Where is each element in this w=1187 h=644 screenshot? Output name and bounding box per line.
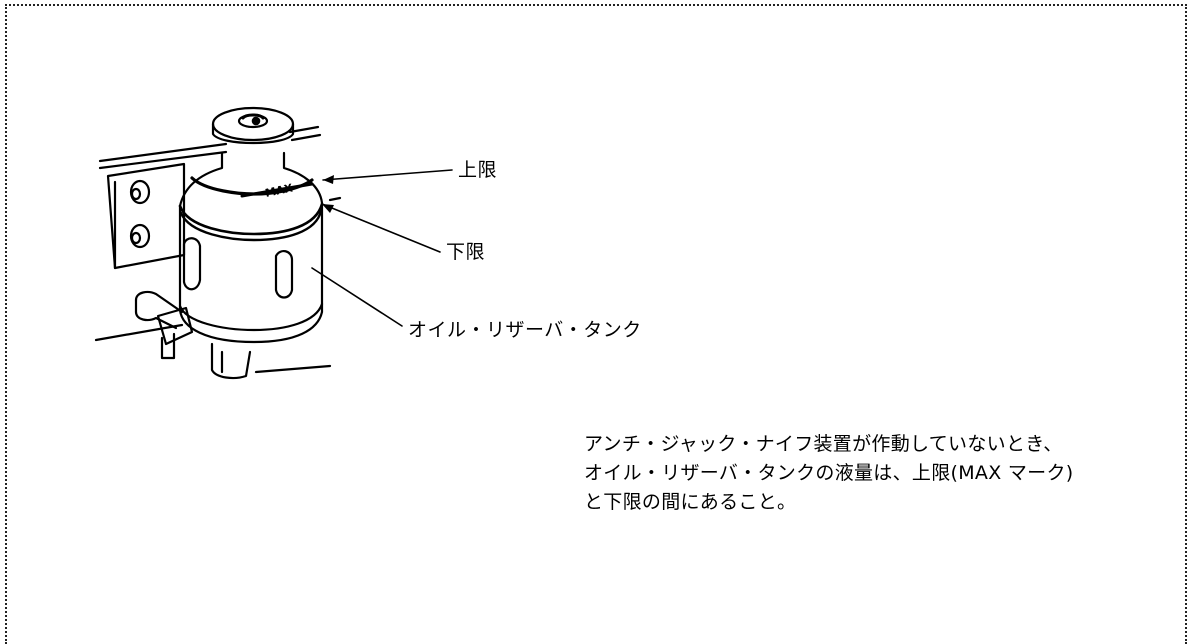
outlet-hose — [134, 290, 252, 380]
note-line: アンチ・ジャック・ナイフ装置が作動していないとき、 — [584, 433, 1063, 455]
note-line: と下限の間にあること。 — [584, 491, 797, 513]
upper-limit-label: 上限 — [458, 159, 498, 181]
sight-windows — [182, 237, 294, 299]
oil-reservoir-tank-illustration: MAX — [94, 106, 453, 380]
lower-limit-label: 下限 — [446, 241, 486, 263]
reservoir-cap — [211, 106, 295, 145]
oil-reservoir-tank-label: オイル・リザーバ・タンク — [408, 319, 642, 341]
note-line: オイル・リザーバ・タンクの液量は、上限(MAX マーク) — [584, 462, 1074, 484]
leader-lower — [321, 203, 441, 253]
chassis-lines — [94, 125, 342, 374]
max-mark: MAX — [264, 181, 295, 200]
leader-lines — [311, 169, 453, 327]
instruction-note: アンチ・ジャック・ナイフ装置が作動していないとき、 オイル・リザーバ・タンクの液… — [584, 430, 1174, 517]
leader-upper — [322, 169, 453, 181]
mounting-bracket — [106, 162, 186, 270]
reservoir-body — [178, 151, 324, 344]
page-border — [5, 4, 1187, 644]
leader-tank — [311, 267, 403, 327]
